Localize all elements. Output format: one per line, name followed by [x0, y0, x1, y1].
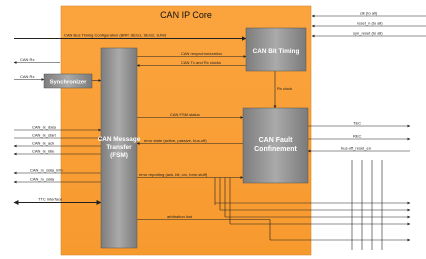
- block-synchronizer: Synchronizer: [43, 73, 93, 89]
- syn-reset-label: syn_reset (to all): [353, 31, 383, 36]
- bit-timing-label: CAN Bit Timing: [253, 48, 300, 55]
- error-reporting-label: error reporting (ack, bit, crc, form,stu…: [139, 172, 208, 177]
- message-transfer-line2: Transfer: [106, 144, 132, 151]
- error-state-label: error state (active, passive, bus-off): [144, 138, 207, 143]
- fault-confinement-line1: CAN Fault: [259, 137, 294, 144]
- reset-label: reset_n (to all): [357, 21, 383, 26]
- tec-label: TEC: [353, 121, 361, 126]
- tx-idle-label: CAN_tx_idle: [32, 149, 55, 154]
- ttc-label: TTC interface: [38, 197, 63, 202]
- block-fault-confinement: CAN Fault Confinement: [242, 107, 309, 184]
- rx-clock-label: Rx clock: [277, 86, 292, 91]
- fsm-status-label: CAN FSM status: [170, 112, 200, 117]
- rec-label: REC: [353, 134, 362, 139]
- clk-label: clk (to all): [360, 11, 378, 16]
- rx-data-label: CAN_rx_data: [30, 177, 55, 182]
- clocks-label: CAN Tx and Rx clocks: [181, 60, 221, 65]
- bus-config-label: CAN Bus Timing Configuration (BRP, SEG1,…: [64, 33, 167, 38]
- message-transfer-line1: CAN Message: [98, 136, 141, 143]
- synchronizer-label: Synchronizer: [50, 79, 87, 85]
- arbitration-label: arbitration lost: [167, 214, 193, 219]
- resync-label: CAN resynchronization: [181, 51, 222, 56]
- message-transfer-line3: (FSM): [110, 152, 128, 159]
- can-rx1-label: CAN Rx: [20, 57, 34, 62]
- rx-data-info-label: CAN_rx_data_info: [30, 168, 63, 173]
- fault-confinement-line2: Confinement: [254, 146, 297, 153]
- connections: [13, 14, 426, 250]
- can-rx2-label: CAN Rx: [20, 74, 34, 79]
- core-title: CAN IP Core: [160, 10, 212, 20]
- tx-start-label: CAN_tx_start: [32, 133, 57, 138]
- busoff-label: bus-off_reset_en: [341, 146, 371, 151]
- block-bit-timing: CAN Bit Timing: [245, 27, 307, 72]
- block-message-transfer: CAN Message Transfer (FSM): [98, 47, 141, 249]
- tx-ack-label: CAN_tx_ack: [32, 141, 54, 146]
- tx-data-label: CAN_tx_data: [32, 125, 57, 130]
